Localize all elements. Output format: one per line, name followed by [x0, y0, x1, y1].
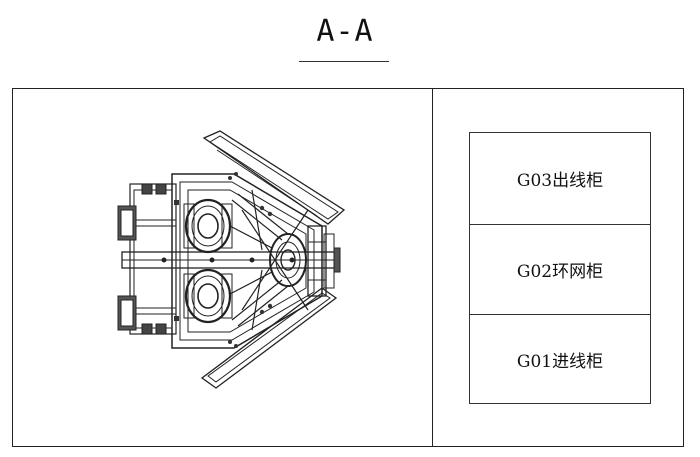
cabinet-cell-g02: G02环网柜 — [470, 225, 650, 315]
cabinet-table: G03出线柜 G02环网柜 G01进线柜 — [469, 132, 651, 404]
cabinet-cell-g01: G01进线柜 — [516, 351, 604, 372]
right-bracket — [307, 225, 341, 297]
top-angled-panel — [202, 130, 346, 225]
section-title: A-A — [316, 14, 374, 49]
left-frame — [117, 183, 177, 335]
bottom-angled-panel — [200, 287, 338, 389]
bolt-details — [174, 172, 273, 348]
horizontal-busbar — [121, 251, 339, 269]
diagonal-struts — [229, 189, 309, 331]
lower-cylinder — [183, 268, 233, 324]
frame-divider — [432, 88, 433, 447]
title-underline — [299, 61, 389, 62]
upper-cylinder — [183, 198, 233, 254]
cabinet-assembly-drawing — [117, 130, 346, 389]
cabinet-cell-g03: G03出线柜 — [470, 133, 650, 225]
drawing-frame — [12, 88, 684, 447]
